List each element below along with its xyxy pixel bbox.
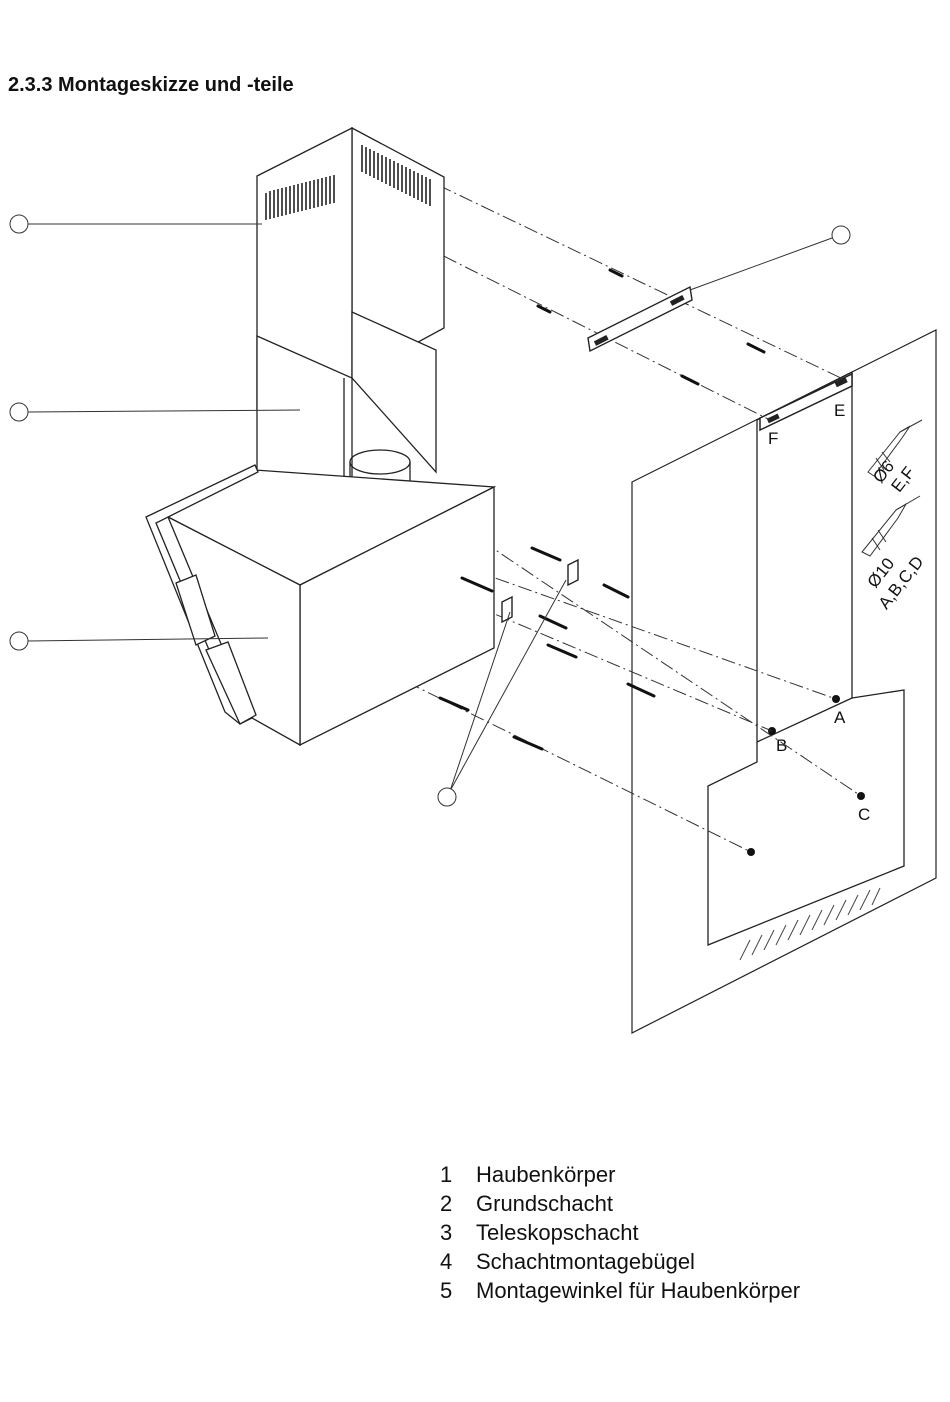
- hole-labels: E F A B C: [768, 401, 870, 824]
- hood-body: [168, 470, 494, 745]
- legend-number: 3: [440, 1218, 476, 1247]
- hole-label-a: A: [834, 708, 846, 727]
- legend-number: 4: [440, 1247, 476, 1276]
- hole-label-c: C: [858, 805, 870, 824]
- legend-text: Teleskopschacht: [476, 1220, 639, 1245]
- legend-text: Grundschacht: [476, 1191, 613, 1216]
- legend-number: 2: [440, 1189, 476, 1218]
- legend-number: 1: [440, 1160, 476, 1189]
- hole-label-e: E: [834, 401, 845, 420]
- hole-label-f: F: [768, 429, 778, 448]
- legend-number: 5: [440, 1276, 476, 1305]
- drill-hint-10: Ø10 A,B,C,D: [857, 539, 927, 613]
- mounting-angles: [502, 560, 578, 622]
- callout-circle-2: [10, 403, 28, 421]
- legend-text: Schachtmontagebügel: [476, 1249, 695, 1274]
- drill-bit-icon-10: [862, 496, 920, 556]
- wall-plane: [632, 330, 936, 1033]
- duct-mounting-bracket: [588, 287, 692, 351]
- drilling-template: [708, 372, 904, 945]
- callout-circle-1: [10, 215, 28, 233]
- legend-text: Montagewinkel für Haubenkörper: [476, 1278, 800, 1303]
- callout-circle-5: [438, 788, 456, 806]
- callout-circle-3: [10, 632, 28, 650]
- callout-circle-4: [832, 226, 850, 244]
- legend-text: Haubenkörper: [476, 1162, 615, 1187]
